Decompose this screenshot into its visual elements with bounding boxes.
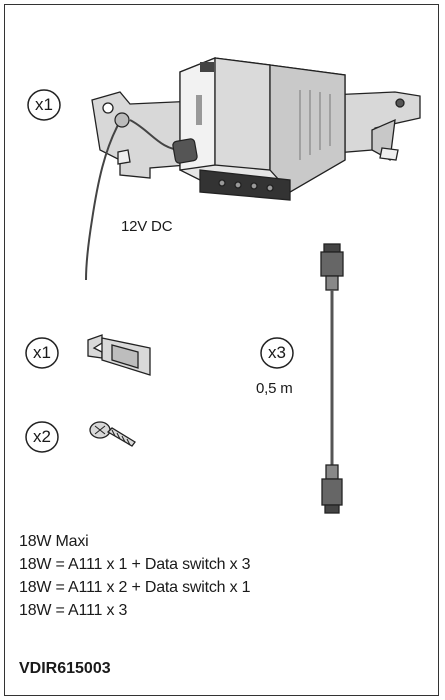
power-supply-quantity-text: x1 (35, 95, 53, 114)
screw-quantity-badge: x2 (24, 420, 60, 454)
notes-line-1: 18W Maxi (19, 533, 89, 550)
data-cable-illustration (320, 243, 344, 514)
connector-quantity-text: x1 (33, 343, 51, 362)
screw-illustration (89, 421, 136, 447)
notes-line-4: 18W = A111 x 3 (19, 602, 128, 619)
product-code: VDIR615003 (19, 660, 111, 677)
power-cable-illustration (85, 112, 198, 281)
spade-connector-illustration (87, 334, 151, 376)
cable-quantity-badge: x3 (259, 336, 295, 370)
compatibility-notes: 18W Maxi 18W = A111 x 1 + Data switch x … (19, 530, 251, 622)
diagram-frame (4, 4, 439, 696)
cable-length-label: 0,5 m (256, 380, 293, 397)
power-supply-illustration (179, 57, 346, 201)
notes-line-3: 18W = A111 x 2 + Data switch x 1 (19, 579, 251, 596)
connector-quantity-badge: x1 (24, 336, 60, 370)
screw-quantity-text: x2 (33, 427, 51, 446)
voltage-label: 12V DC (121, 218, 173, 235)
notes-line-2: 18W = A111 x 1 + Data switch x 3 (19, 556, 251, 573)
cable-quantity-text: x3 (268, 343, 286, 362)
power-supply-quantity-badge: x1 (26, 88, 62, 122)
